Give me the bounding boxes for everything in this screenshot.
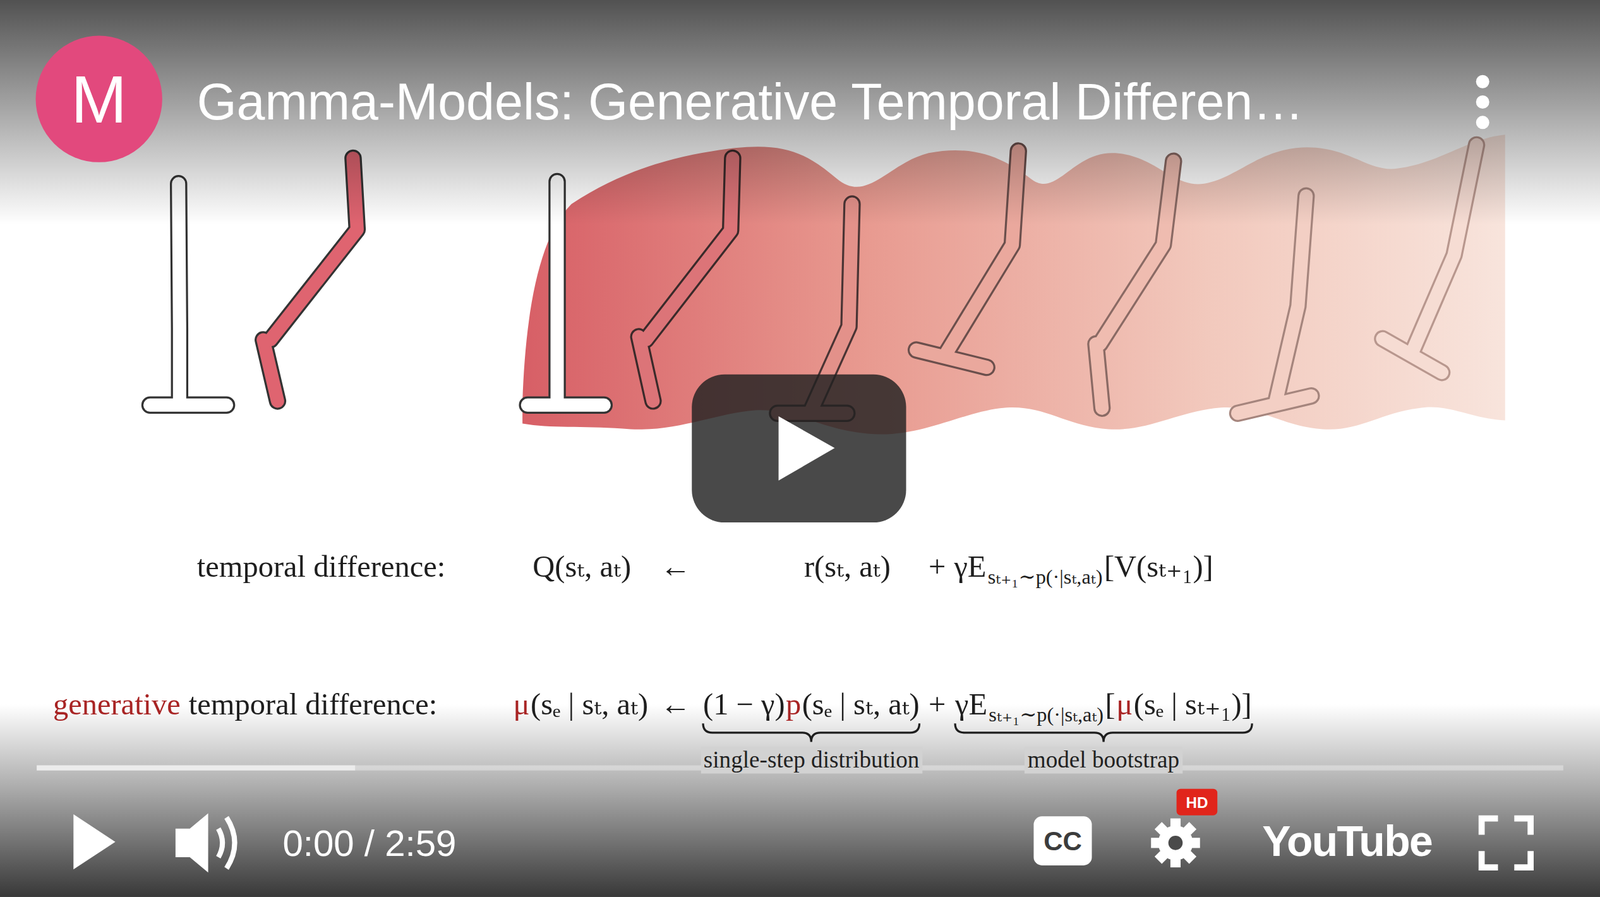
brace-label: model bootstrap: [1024, 746, 1183, 774]
fullscreen-corner: [1481, 818, 1499, 836]
equation-keyword: generative: [53, 685, 181, 723]
gear-tooth: [1190, 837, 1201, 848]
gear-tooth: [1181, 821, 1197, 837]
math-term: Q(sₜ, aₜ): [532, 547, 632, 585]
video-title: Gamma-Models: Generative Temporal Differ…: [197, 71, 1304, 133]
play-button: [691, 374, 906, 523]
fullscreen-corner: [1481, 850, 1499, 868]
equation-name: temporal difference:: [188, 685, 438, 723]
math-term: [V(sₜ₊₁)]: [1104, 547, 1214, 585]
volume-icon: [175, 813, 209, 873]
fullscreen-corner: [1514, 818, 1531, 836]
volume-wave: [218, 828, 223, 858]
node-label: CC: [1043, 824, 1083, 857]
math-bracket: [: [1105, 685, 1116, 723]
brace-label: single-step distribution: [700, 746, 923, 774]
math-arrow: ←: [660, 547, 691, 585]
gear-tooth: [1154, 849, 1170, 865]
captions-button: CC: [1033, 816, 1092, 866]
hd-badge: HD: [1176, 788, 1218, 816]
gear-hole: [1168, 835, 1184, 851]
math-term: (sₑ | sₜ, aₜ): [530, 685, 649, 723]
math-term: γE: [953, 547, 987, 585]
menu-dot: [1476, 75, 1490, 89]
math-term: γE: [955, 685, 988, 723]
math-subscript: sₜ₊₁∼p(·|sₜ,aₜ): [987, 564, 1103, 589]
bottom-shade: [0, 704, 1600, 897]
menu-dots: [1476, 75, 1490, 130]
math-operator: +: [928, 547, 946, 585]
equation-name: temporal difference:: [197, 547, 446, 585]
menu-dot: [1476, 95, 1490, 109]
math-symbol: μ: [513, 685, 530, 723]
acrobot-body: [1238, 195, 1312, 414]
math-term: (sₑ | sₜ, aₜ): [802, 685, 920, 723]
gear-tooth: [1154, 821, 1170, 837]
menu-dot: [1476, 115, 1490, 129]
youtube-logo: YouTube: [1262, 816, 1432, 868]
math-symbol: μ: [1116, 685, 1133, 723]
math-term: r(sₜ, aₜ): [804, 547, 891, 585]
fullscreen-corner: [1514, 850, 1531, 868]
play-triangle: [778, 416, 836, 481]
node-label: HD: [1185, 793, 1208, 811]
fullscreen-icon: [1481, 818, 1532, 868]
math-arrow: ←: [660, 685, 691, 723]
math-term: (sₑ | sₜ₊₁)]: [1133, 685, 1252, 723]
acrobot-outline: [1238, 195, 1312, 414]
gear-tooth: [1170, 818, 1181, 829]
top-shade: [0, 0, 1600, 225]
math-operator: +: [928, 685, 946, 723]
math-symbol: p: [785, 685, 801, 723]
math-term: (1 − γ): [703, 685, 785, 723]
node-label: M: [70, 60, 127, 138]
gear-tooth: [1170, 857, 1181, 868]
settings-gear: [1150, 818, 1201, 868]
time-display: 0:00 / 2:59: [282, 822, 457, 866]
gear-tooth: [1150, 837, 1161, 848]
buffered-bar: [36, 765, 355, 771]
channel-avatar: M: [36, 36, 163, 163]
play-icon: [73, 814, 115, 870]
volume-wave: [226, 817, 235, 869]
math-subscript: sₜ₊₁∼p(·|sₜ,aₜ): [988, 701, 1104, 727]
gear-tooth: [1181, 849, 1197, 865]
